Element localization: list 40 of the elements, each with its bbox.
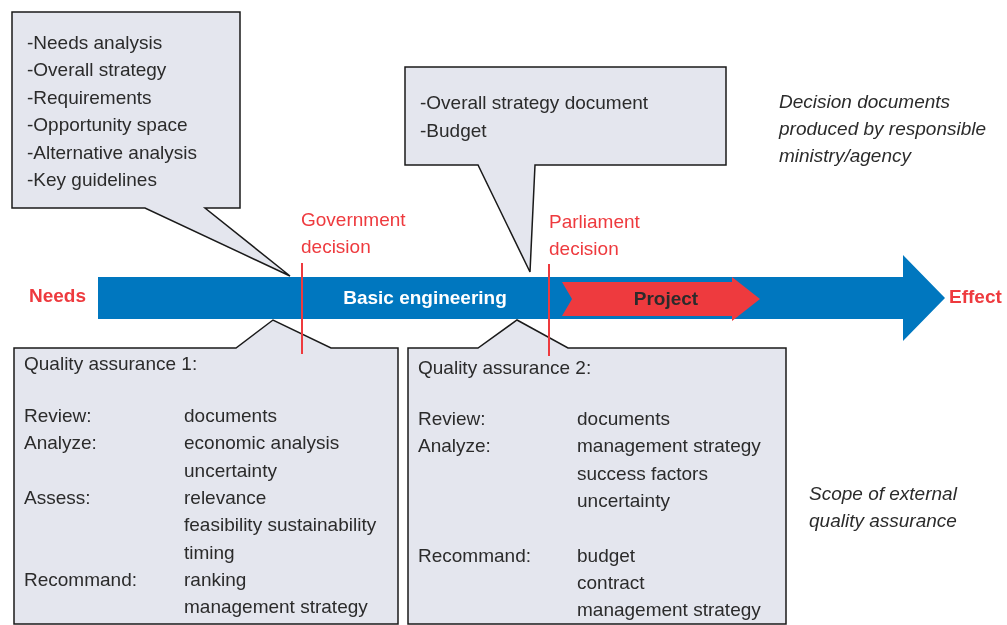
list-item: -Needs analysis xyxy=(27,31,163,55)
end-label: Effect xyxy=(949,285,1002,309)
list-item: -Overall strategy document xyxy=(420,91,649,115)
list-item: -Overall strategy xyxy=(27,58,167,83)
phase-label: Project xyxy=(632,287,700,311)
list-item: -Key guidelines xyxy=(27,168,157,192)
list-item: management strategy xyxy=(577,434,761,459)
category-label: Assess: xyxy=(24,485,91,510)
box-heading: Quality assurance 2: xyxy=(418,356,592,380)
list-item: documents xyxy=(577,407,670,431)
list-item: feasibility sustainability xyxy=(184,513,377,538)
category-label: Analyze: xyxy=(418,434,491,459)
phase-label: Basic engineering xyxy=(342,286,508,310)
category-label: Review: xyxy=(418,407,486,431)
list-item: budget xyxy=(577,543,636,568)
note-text: Decision documents produced by responsible ministry/agency xyxy=(779,90,988,168)
list-item: success factors xyxy=(577,461,708,486)
list-item: -Opportunity space xyxy=(27,113,188,138)
milestone-label: Parliament decision xyxy=(549,210,641,261)
box-heading: Quality assurance 1: xyxy=(24,352,198,376)
list-item: contract xyxy=(577,570,645,595)
end-label: Needs xyxy=(29,284,87,308)
list-item: management strategy xyxy=(577,598,761,623)
list-item: documents xyxy=(184,404,277,428)
list-item: -Alternative analysis xyxy=(27,140,198,165)
list-item: management strategy xyxy=(184,595,368,620)
note-text: Scope of external quality assurance xyxy=(809,482,959,533)
list-item: uncertainty xyxy=(184,458,277,483)
category-label: Analyze: xyxy=(24,431,97,456)
list-item: -Budget xyxy=(420,119,487,143)
list-item: timing xyxy=(184,540,235,565)
category-label: Recommand: xyxy=(418,543,531,568)
list-item: relevance xyxy=(184,485,267,510)
list-item: uncertainty xyxy=(577,488,670,513)
list-item: ranking xyxy=(184,567,247,592)
category-label: Recommand: xyxy=(24,567,137,592)
category-label: Review: xyxy=(24,404,92,428)
list-item: -Requirements xyxy=(27,85,152,110)
milestone-label: Government decision xyxy=(301,208,407,259)
list-item: economic analysis xyxy=(184,431,340,456)
